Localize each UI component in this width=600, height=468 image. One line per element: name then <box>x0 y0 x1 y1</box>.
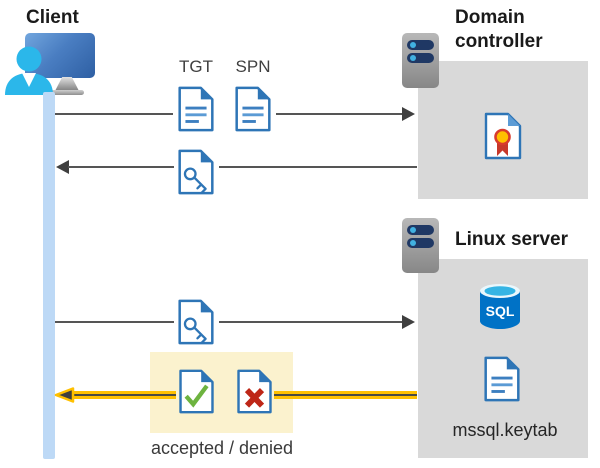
request-arrow-segment <box>55 113 173 115</box>
keytab-document-icon <box>482 355 522 403</box>
linux-server-icon <box>402 218 439 273</box>
sql-database-icon: SQL <box>478 283 522 331</box>
monitor-stand <box>55 77 79 91</box>
person-icon <box>2 46 58 95</box>
response-arrow-segment <box>68 166 174 168</box>
monitor-stand-base <box>48 90 84 95</box>
highlight-arrow-segment <box>74 391 176 399</box>
domain-controller-server-icon <box>402 33 439 88</box>
spn-label: SPN <box>235 57 271 76</box>
client-label: Client <box>26 7 79 28</box>
spn-document-icon <box>233 85 273 133</box>
result-label: accepted / denied <box>150 438 294 458</box>
request-arrowhead-icon <box>402 107 415 121</box>
service-request-arrow-segment <box>219 321 403 323</box>
tgt-document-icon <box>176 85 216 133</box>
response-arrow-segment <box>219 166 417 168</box>
denied-document-icon <box>235 368 274 415</box>
tgt-label: TGT <box>179 57 213 76</box>
service-request-arrow-segment <box>55 321 174 323</box>
ticket-key-document-icon <box>176 148 216 196</box>
service-request-arrowhead-icon <box>402 315 415 329</box>
response-arrowhead-icon <box>56 160 69 174</box>
domain-controller-label: Domain controller <box>455 7 543 52</box>
keytab-label: mssql.keytab <box>452 420 558 440</box>
client-lifeline <box>43 92 55 459</box>
highlight-arrow-segment <box>274 391 417 399</box>
sql-text: SQL <box>486 303 515 319</box>
highlight-arrowhead-icon <box>53 386 75 404</box>
linux-server-label: Linux server <box>455 229 568 250</box>
ticket-key-document-icon <box>176 298 216 346</box>
request-arrow-segment <box>276 113 403 115</box>
accepted-document-icon <box>177 368 216 415</box>
certificate-icon <box>483 111 523 161</box>
